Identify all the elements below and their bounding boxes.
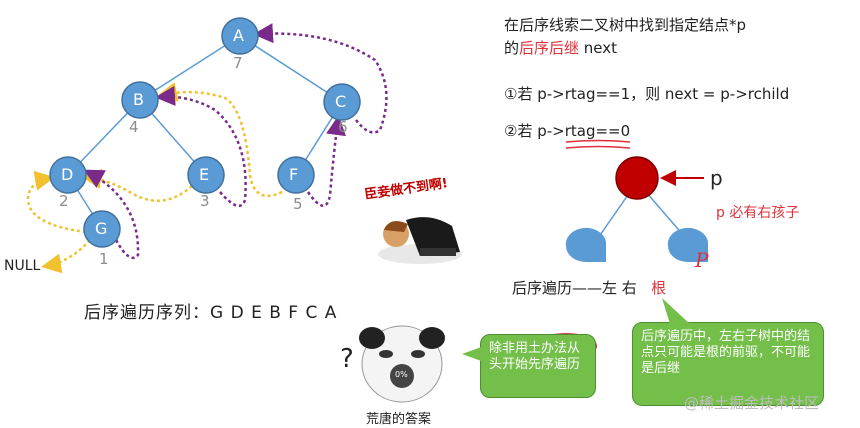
tree-node-d xyxy=(49,156,87,194)
title-line2: 的后序后继 next xyxy=(504,37,617,58)
mini-edge-left xyxy=(597,191,631,239)
tree-node-label-c: C xyxy=(335,92,347,111)
postorder-index-f: 5 xyxy=(293,195,303,213)
mini-root-p xyxy=(615,156,659,200)
tree-node-label-d: D xyxy=(61,165,74,184)
kneeling-meme: 臣妾做不到啊! xyxy=(360,172,484,272)
bubble-right: 后序遍历中，左右子树中的结点只可能是根的前驱，不可能是后继 xyxy=(632,322,824,406)
tree-node-b xyxy=(121,81,159,119)
thread-F-C xyxy=(306,115,346,207)
mini-left-child xyxy=(565,227,606,262)
thread-G-null xyxy=(41,239,91,274)
postorder-index-d: 2 xyxy=(59,192,69,210)
tree-node-e xyxy=(187,156,225,194)
panda-meme: ? 0% 荒唐的答案 xyxy=(338,318,458,427)
mini-right-child xyxy=(667,227,708,262)
tree-node-a xyxy=(221,17,259,55)
postorder-index-a: 7 xyxy=(233,54,243,72)
bubble-left: 除非用土办法从头开始先序遍历 xyxy=(480,334,596,398)
thread-E-D xyxy=(81,168,193,202)
handwritten-p: P xyxy=(695,248,709,272)
bubble-right-tail xyxy=(662,298,690,324)
edge-A-C xyxy=(239,35,343,103)
tree-node-label-f: F xyxy=(289,165,299,184)
watermark: @稀土掘金技术社区 xyxy=(684,394,820,412)
tree-node-label-g: G xyxy=(95,219,108,238)
thread-G-D xyxy=(83,169,140,260)
tree-node-label-b: B xyxy=(133,90,144,109)
p-note: p 必有右孩子 xyxy=(716,205,800,221)
title-highlight: 后序后继 xyxy=(519,39,580,57)
case-2: ②若 p->rtag==0 xyxy=(504,122,631,140)
case-1: ①若 p->rtag==1，则 next = p->rchild xyxy=(504,85,790,103)
postorder-sequence: 后序遍历序列：G D E B F C A xyxy=(84,303,338,323)
thread-E-B xyxy=(155,86,247,208)
mini-edge-right xyxy=(645,191,685,237)
tree-node-g xyxy=(83,210,121,248)
title-line2-prefix: 的 xyxy=(504,39,520,57)
rtag-underline xyxy=(565,139,631,149)
tree-node-f xyxy=(277,156,315,194)
mini-tree xyxy=(565,156,708,262)
tree-node-label-e: E xyxy=(199,165,210,184)
null-label: NULL xyxy=(4,258,41,274)
purple-threads xyxy=(83,23,388,260)
thread-F-B xyxy=(157,82,283,198)
kneeling-figure-icon xyxy=(368,174,480,264)
postorder-index-e: 3 xyxy=(200,192,210,210)
thread-C-A xyxy=(253,23,388,134)
rule-left-right: 后序遍历——左 右 xyxy=(512,279,637,297)
postorder-rule: 后序遍历——左 右 根 xyxy=(512,277,666,298)
postorder-index-b: 4 xyxy=(129,118,139,136)
panda-face-icon xyxy=(359,325,445,403)
percent-badge: 0% xyxy=(395,370,408,379)
bubble-left-tail xyxy=(462,346,484,362)
title-line1: 在后序线索二叉树中找到指定结点*p xyxy=(504,16,747,34)
tree-node-label-a: A xyxy=(233,26,244,45)
postorder-index-g: 1 xyxy=(99,250,109,268)
postorder-index-c: 6 xyxy=(338,118,348,136)
question-mark: ? xyxy=(340,344,354,374)
p-label: p xyxy=(710,166,723,190)
tree-node-c xyxy=(323,83,361,121)
rule-root: 根 xyxy=(651,279,667,297)
title-line2-suffix: next xyxy=(579,39,618,57)
panda-caption: 荒唐的答案 xyxy=(366,412,432,427)
tree-nodes xyxy=(49,17,361,248)
